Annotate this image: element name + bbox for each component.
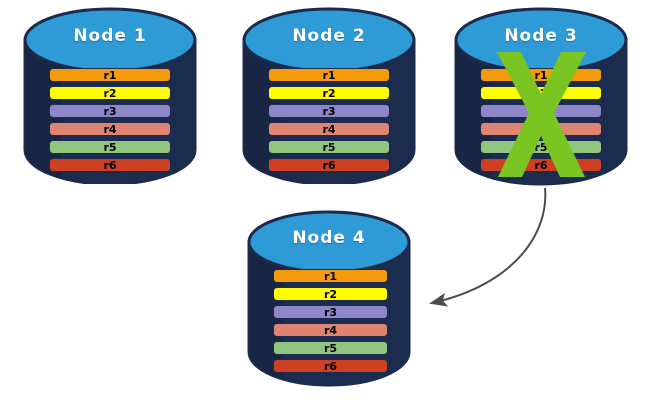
row-r2[interactable]: r2 [268, 86, 390, 100]
row-r5[interactable]: r5 [268, 140, 390, 154]
row-r4[interactable]: r4 [49, 122, 171, 136]
row-r2[interactable]: r2 [49, 86, 171, 100]
row-r5[interactable]: r5 [273, 341, 388, 355]
node-cylinder-1[interactable]: Node 1 r1 r2 r3 r4 r5 r6 [22, 6, 198, 184]
row-r6[interactable]: r6 [273, 359, 388, 373]
row-r3[interactable]: r3 [49, 104, 171, 118]
row-r4[interactable]: r4 [273, 323, 388, 337]
row-r6[interactable]: r6 [49, 158, 171, 172]
row-r2[interactable]: r2 [273, 287, 388, 301]
row-r3[interactable]: r3 [268, 104, 390, 118]
row-r1[interactable]: r1 [273, 269, 388, 283]
row-r6[interactable]: r6 [268, 158, 390, 172]
row-r5[interactable]: r5 [49, 140, 171, 154]
row-r4[interactable]: r4 [268, 122, 390, 136]
node-cylinder-4[interactable]: Node 4 r1 r2 r3 r4 r5 r6 [246, 209, 412, 387]
row-r3[interactable]: r3 [273, 305, 388, 319]
row-r1[interactable]: r1 [268, 68, 390, 82]
row-r1[interactable]: r1 [49, 68, 171, 82]
